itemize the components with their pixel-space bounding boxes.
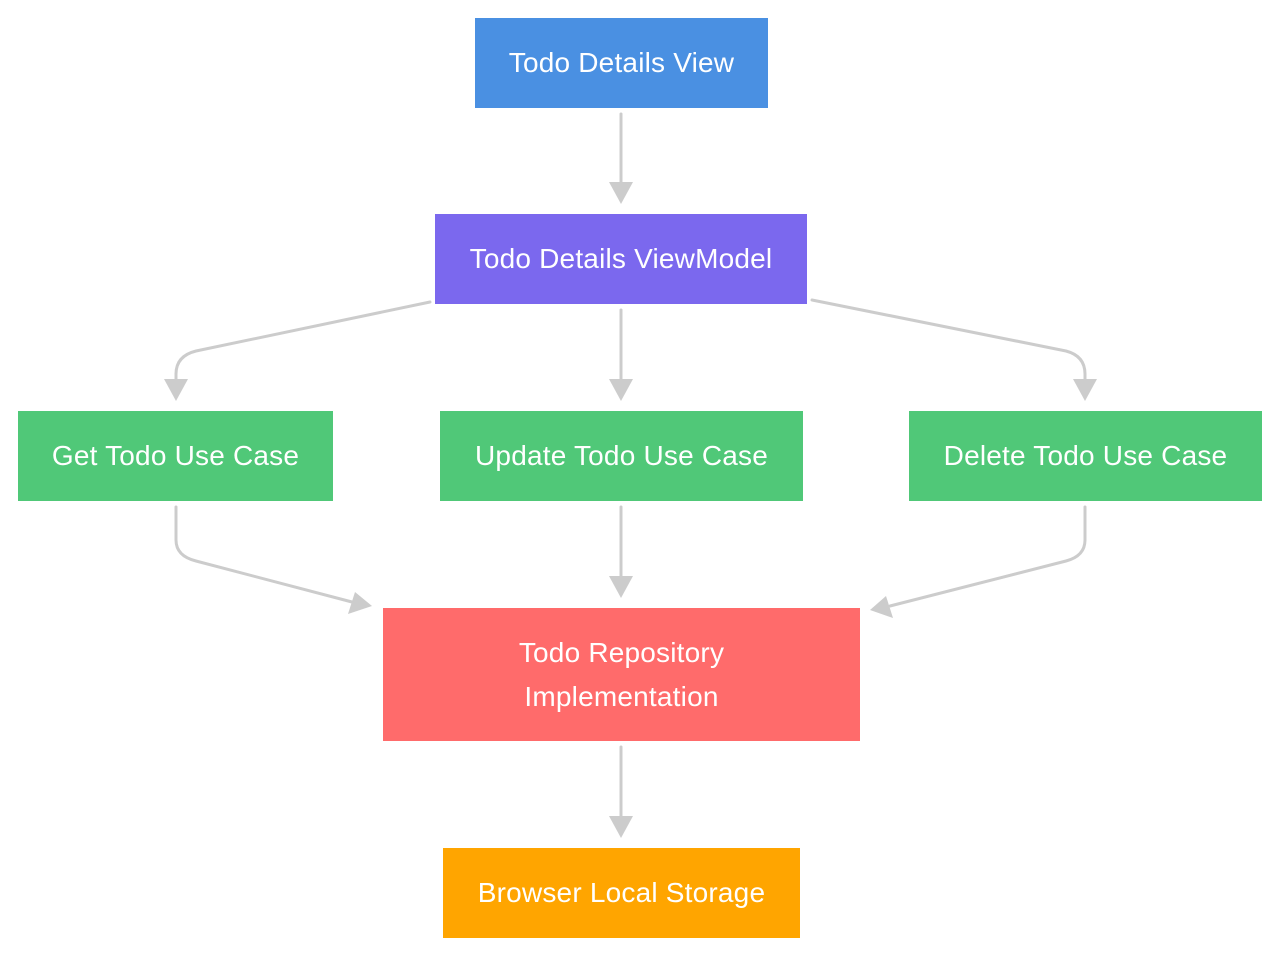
arrowhead-delete-to-repository [870, 596, 893, 618]
arrowhead-storage [609, 816, 633, 838]
todo-repository-implementation-node: Todo Repository Implementation [383, 608, 860, 741]
node-label: Browser Local Storage [477, 877, 766, 908]
node-label: Update Todo Use Case [475, 440, 768, 471]
get-todo-use-case-node: Get Todo Use Case [18, 411, 333, 501]
arrowhead-get-to-repository [348, 592, 372, 614]
arrowhead-update [609, 379, 633, 401]
edge-viewmodel-to-get [174, 300, 432, 383]
edge-delete-to-repository [888, 505, 1087, 608]
arrowhead-update-to-repository [609, 576, 633, 598]
edge-get-to-repository [174, 505, 354, 604]
arrowhead-get [164, 379, 188, 401]
edge-lines [174, 112, 1087, 820]
arrowhead-delete [1073, 379, 1097, 401]
todo-details-viewmodel-node: Todo Details ViewModel [435, 214, 807, 304]
node-label: Get Todo Use Case [51, 440, 300, 471]
update-todo-use-case-node: Update Todo Use Case [440, 411, 803, 501]
arrowhead-viewmodel [609, 182, 633, 204]
edge-viewmodel-to-delete [810, 298, 1087, 383]
browser-local-storage-node: Browser Local Storage [443, 848, 800, 938]
node-label: Todo Details ViewModel [469, 243, 773, 274]
node-label-line-2: Implementation [524, 680, 719, 712]
node-label: Delete Todo Use Case [943, 440, 1228, 471]
delete-todo-use-case-node: Delete Todo Use Case [909, 411, 1262, 501]
node-label-line-1: Todo Repository [518, 636, 725, 668]
edge-arrowheads [164, 182, 1097, 838]
todo-details-view-node: Todo Details View [475, 18, 768, 108]
node-label: Todo Details View [508, 47, 735, 78]
